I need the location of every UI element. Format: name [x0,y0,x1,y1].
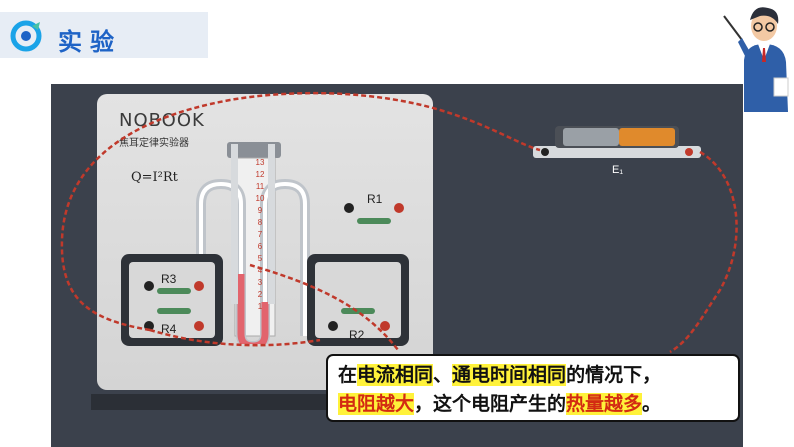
callout-text: 在 [338,364,358,386]
scale-tick: 1 [257,302,263,311]
battery-label: E₁ [612,164,624,176]
joule-law-apparatus-board: NOBOOK 焦耳定律实验器 Q=I²Rt 13 12 11 10 9 8 7 … [97,94,433,390]
page-title: 实验 [58,28,122,56]
highlight-current: 电流相同 [357,364,434,386]
callout-text: 、 [433,364,453,386]
scale-tick: 10 [255,194,265,203]
teacher-illustration-icon [723,7,789,112]
callout-text: 。 [642,393,662,415]
apparatus-stand [91,394,401,410]
highlight-resistance: 电阻越大 [338,393,415,415]
scale-tick: 8 [257,218,263,227]
scale-tick: 4 [257,266,263,275]
highlight-heat: 热量越多 [566,393,643,415]
app-logo-icon [10,20,42,52]
scale-tick: 9 [257,206,263,215]
scale-tick: 6 [257,242,263,251]
apparatus-subtitle: 焦耳定律实验器 [119,138,189,149]
scale-tick: 12 [255,170,265,179]
highlight-time: 通电时间相同 [452,364,567,386]
callout-text: 的情况下， [566,364,662,386]
resistor-r2-label: R2 [349,328,365,342]
scale-tick: 11 [255,182,265,191]
resistor-r3-label: R3 [161,272,177,286]
scale-tick: 3 [257,278,263,287]
scale-tick: 5 [257,254,263,263]
battery-e1[interactable] [529,120,705,164]
scale-tick: 7 [257,230,263,239]
callout-line-2: 电阻越大，这个电阻产生的热量越多。 [338,390,728,419]
formula-label: Q=I²Rt [131,170,178,185]
scale-tick: 2 [257,290,263,299]
header-bar [0,12,208,58]
callout-text: ，这个电阻产生的 [414,393,567,415]
resistor-r1-label: R1 [367,192,383,206]
resistor-r4-label: R4 [161,322,177,336]
conclusion-callout: 在电流相同、通电时间相同的情况下， 电阻越大，这个电阻产生的热量越多。 [326,354,740,422]
callout-line-1: 在电流相同、通电时间相同的情况下， [338,361,728,390]
scale-tick: 13 [255,158,265,167]
